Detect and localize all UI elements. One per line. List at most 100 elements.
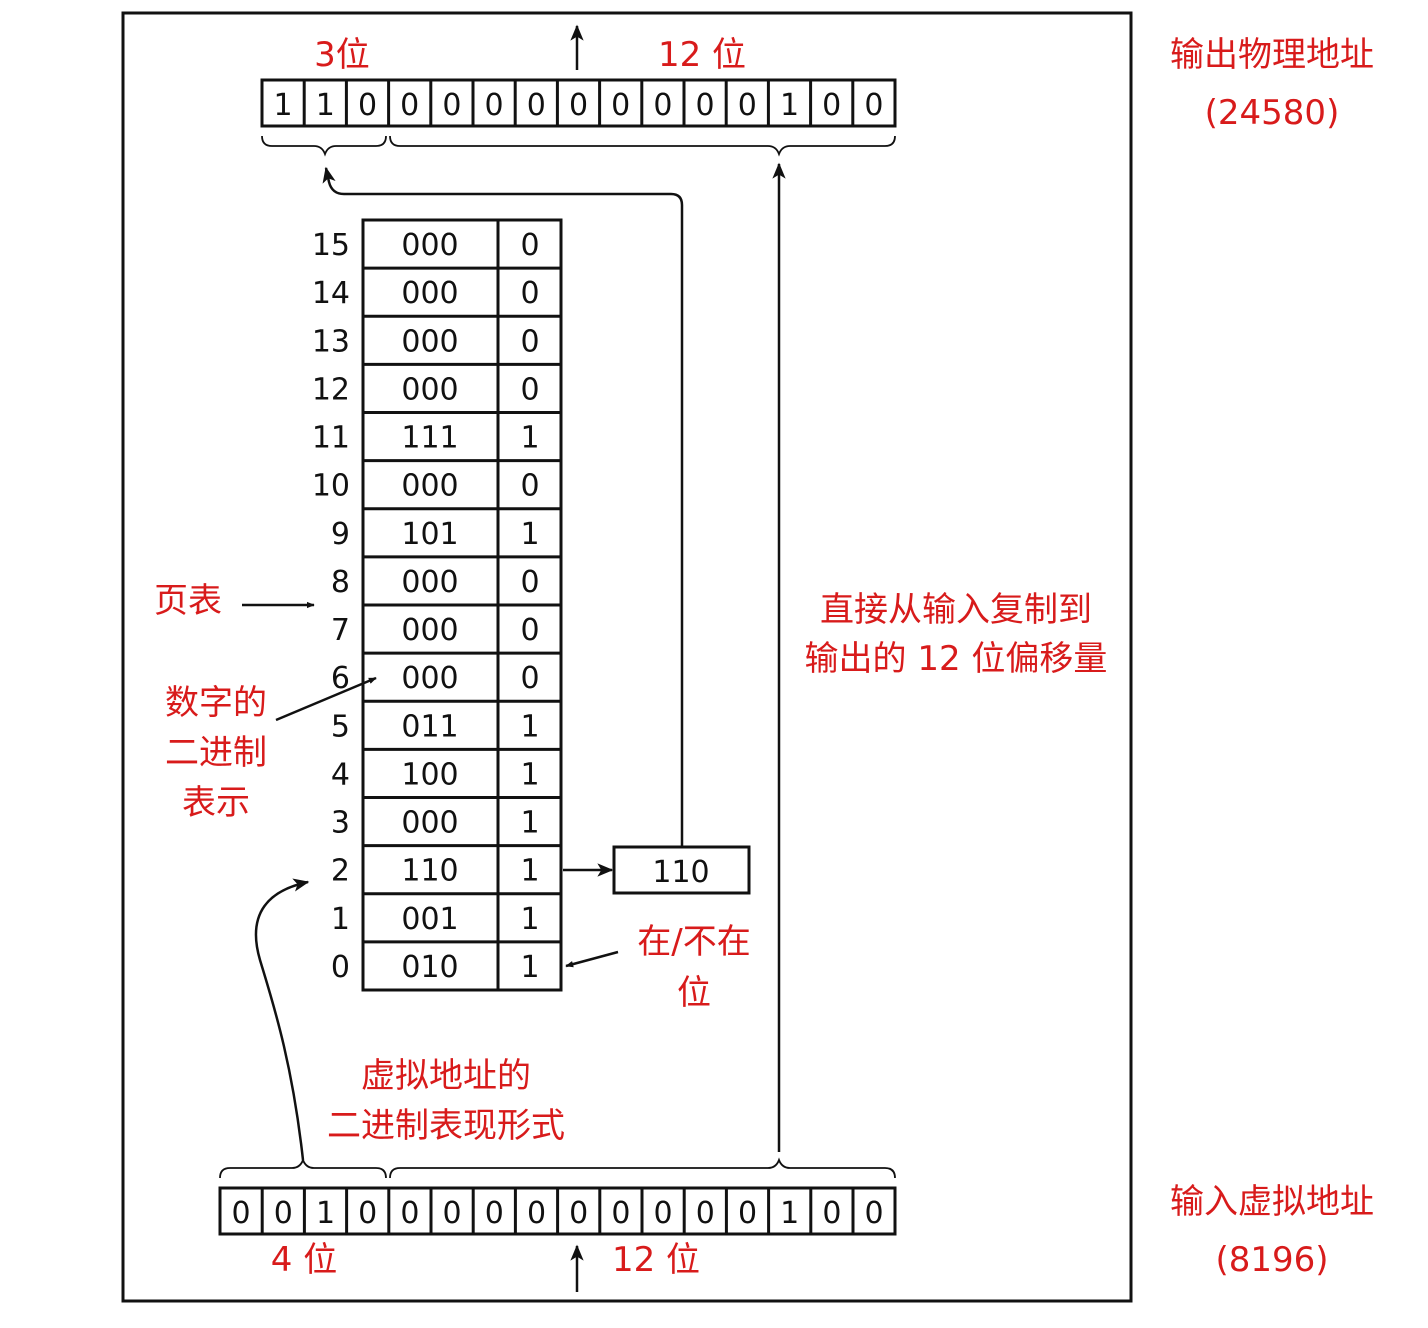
- diagram-frame: [121, 11, 1133, 1303]
- page-table-frame: 011: [401, 709, 458, 744]
- input-bit: 0: [400, 1196, 419, 1231]
- present-bit-line-1: 在/不在: [637, 922, 750, 962]
- frame-register-box: [612, 845, 751, 895]
- virtual-binary-line-1: 虚拟地址的: [361, 1056, 531, 1096]
- page-table-frame: 101: [401, 517, 458, 552]
- page-table-present-bit: 1: [520, 902, 539, 937]
- page-table-frame: 000: [401, 276, 458, 311]
- page-table-present-bit: 0: [520, 565, 539, 600]
- page-table-frame: 000: [401, 324, 458, 359]
- page-table-index: 8: [331, 565, 350, 600]
- output-bit: 0: [485, 88, 504, 123]
- page-table-frame: 000: [401, 372, 458, 407]
- output-bit: 0: [442, 88, 461, 123]
- output-bit: 1: [316, 88, 335, 123]
- page-table-frame: 000: [401, 469, 458, 504]
- copy-offset-line-1: 直接从输入复制到: [820, 590, 1092, 630]
- page-table-index: 12: [312, 372, 350, 407]
- output-bit: 0: [569, 88, 588, 123]
- output-bit: 0: [653, 88, 672, 123]
- input-bit: 0: [611, 1196, 630, 1231]
- page-table-present-bit: 0: [520, 372, 539, 407]
- binary-repr-line-1: 数字的: [165, 683, 267, 723]
- page-table-index: 14: [312, 276, 350, 311]
- output-bit: 0: [738, 88, 757, 123]
- page-table-index: 9: [331, 517, 350, 552]
- page-table-frame: 000: [401, 228, 458, 263]
- page-table-frame: 111: [401, 421, 458, 456]
- page-table-frame: 010: [401, 950, 458, 985]
- page-table-index: 13: [312, 324, 350, 359]
- output-bit: 0: [400, 88, 419, 123]
- input-bit: 0: [822, 1196, 841, 1231]
- output-bit: 0: [358, 88, 377, 123]
- page-table-index: 2: [331, 854, 350, 889]
- page-table-present-bit: 1: [520, 950, 539, 985]
- input-page-label: 4 位: [271, 1240, 337, 1280]
- page-table-annotation: 页表: [154, 581, 222, 621]
- input-bit: 0: [738, 1196, 757, 1231]
- page-table-present-bit: 1: [520, 421, 539, 456]
- page-table-present-bit: 0: [520, 228, 539, 263]
- input-bit: 1: [316, 1196, 335, 1231]
- input-bit: 0: [232, 1196, 251, 1231]
- input-bit: 0: [865, 1196, 884, 1231]
- input-bit: 0: [358, 1196, 377, 1231]
- output-bit: 1: [780, 88, 799, 123]
- input-bit: 0: [485, 1196, 504, 1231]
- input-bit: 0: [443, 1196, 462, 1231]
- page-table-index: 0: [331, 950, 350, 985]
- frame-register-value: 110: [652, 855, 709, 890]
- output-bit: 1: [274, 88, 293, 123]
- input-title: 输入虚拟地址: [1170, 1182, 1374, 1222]
- input-page-brace: [219, 1157, 387, 1179]
- page-table-index: 15: [312, 228, 350, 263]
- input-offset-brace: [389, 1157, 896, 1179]
- page-table-present-bit: 0: [520, 324, 539, 359]
- binary-repr-arrow: [275, 676, 377, 722]
- page-table-frame: 000: [401, 661, 458, 696]
- page-table-frame: 000: [401, 565, 458, 600]
- input-bit: 0: [569, 1196, 588, 1231]
- page-table-index: 1: [331, 902, 350, 937]
- page-table-frame: 110: [401, 854, 458, 889]
- output-bit: 0: [864, 88, 883, 123]
- page-table-frame: 001: [401, 902, 458, 937]
- page-table-present-bit: 0: [520, 469, 539, 504]
- page-table-index: 5: [331, 709, 350, 744]
- page-table-present-bit: 1: [520, 709, 539, 744]
- copy-offset-line-2: 输出的 12 位偏移量: [805, 639, 1108, 679]
- page-table-index: 7: [331, 613, 350, 648]
- output-bit: 0: [611, 88, 630, 123]
- page-table-present-bit: 1: [520, 806, 539, 841]
- page-table-present-bit: 0: [520, 613, 539, 648]
- page-table-present-bit: 1: [520, 757, 539, 792]
- input-offset-label: 12 位: [612, 1240, 700, 1280]
- input-bit: 1: [780, 1196, 799, 1231]
- page-table-present-bit: 1: [520, 517, 539, 552]
- present-bit-line-2: 位: [677, 973, 711, 1013]
- output-title: 输出物理地址: [1170, 35, 1374, 75]
- input-bit: 0: [527, 1196, 546, 1231]
- page-table-present-bit: 0: [520, 276, 539, 311]
- page-table-index: 11: [312, 421, 350, 456]
- page-table-frame: 000: [401, 806, 458, 841]
- input-value: (8196): [1215, 1240, 1328, 1280]
- page-table-index: 3: [331, 806, 350, 841]
- output-value: (24580): [1205, 93, 1340, 133]
- page-table-frame: 100: [401, 757, 458, 792]
- binary-repr-line-2: 二进制: [165, 733, 267, 773]
- input-bit: 0: [696, 1196, 715, 1231]
- input-bit: 0: [274, 1196, 293, 1231]
- present-bit-arrow: [565, 950, 619, 968]
- virtual-binary-line-2: 二进制表现形式: [327, 1106, 565, 1146]
- output-bit: 0: [696, 88, 715, 123]
- output-offset-brace: [389, 135, 896, 157]
- output-frame-label: 3位: [314, 35, 370, 75]
- output-frame-brace: [261, 135, 387, 157]
- page-table-index: 4: [331, 757, 350, 792]
